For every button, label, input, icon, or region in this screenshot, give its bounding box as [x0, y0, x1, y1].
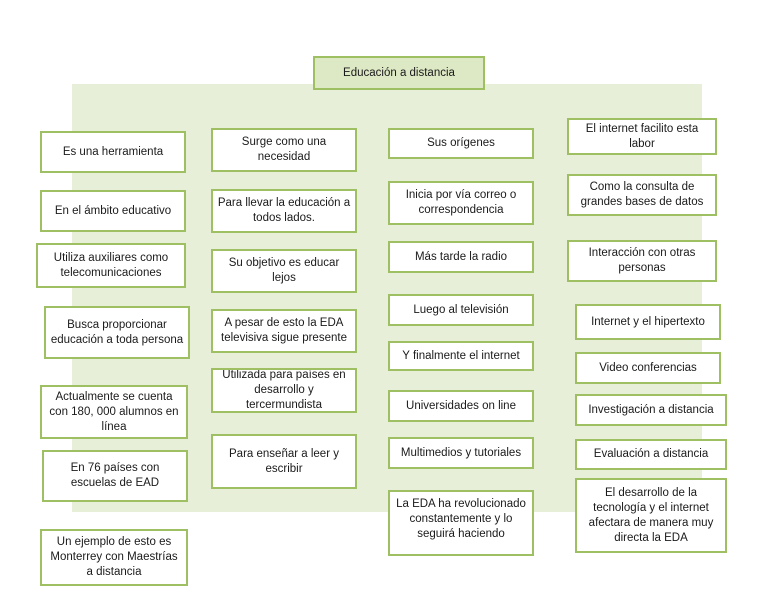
node-label: El desarrollo de la tecnología y el inte… [588, 486, 714, 544]
node-label: Multimedios y tutoriales [400, 446, 522, 459]
node-c2-0[interactable]: Surge como una necesidad [211, 128, 357, 172]
node-c1-5[interactable]: En 76 países con escuelas de EAD [42, 450, 188, 502]
node-label: Para llevar la educación a todos lados. [217, 197, 351, 224]
node-label: El internet facilito esta labor [585, 122, 699, 150]
node-c3-2[interactable]: Más tarde la radio [388, 241, 534, 273]
node-c4-3[interactable]: Internet y el hipertexto [575, 304, 721, 340]
node-label: Para enseñar a leer y escribir [229, 447, 339, 475]
node-label: Es una herramienta [62, 145, 164, 158]
node-c4-2[interactable]: Interacción con otras personas [567, 240, 717, 282]
node-c4-7[interactable]: El desarrollo de la tecnología y el inte… [575, 478, 727, 553]
node-c4-1[interactable]: Como la consulta de grandes bases de dat… [567, 174, 717, 216]
node-c3-3[interactable]: Luego al televisión [388, 294, 534, 326]
node-c1-2[interactable]: Utiliza auxiliares como telecomunicacion… [36, 243, 186, 288]
node-c1-4[interactable]: Actualmente se cuenta con 180, 000 alumn… [40, 385, 188, 439]
node-label: En el ámbito educativo [54, 204, 172, 217]
node-c2-5[interactable]: Para enseñar a leer y escribir [211, 434, 357, 489]
node-c1-0[interactable]: Es una herramienta [40, 131, 186, 173]
node-c1-6[interactable]: Un ejemplo de esto es Monterrey con Maes… [40, 529, 188, 586]
node-label: Y finalmente el internet [402, 349, 520, 362]
node-c2-1[interactable]: Para llevar la educación a todos lados. [211, 189, 357, 233]
node-label: Utilizada para países en desarrollo y te… [222, 369, 346, 411]
node-c2-4[interactable]: Utilizada para países en desarrollo y te… [211, 368, 357, 413]
node-c4-5[interactable]: Investigación a distancia [575, 394, 727, 426]
node-label: Su objetivo es educar lejos [228, 257, 340, 284]
node-c2-2[interactable]: Su objetivo es educar lejos [211, 249, 357, 293]
node-label: Surge como una necesidad [241, 136, 327, 163]
node-label: Educación a distancia [343, 67, 455, 79]
node-c4-0[interactable]: El internet facilito esta labor [567, 118, 717, 155]
node-label: Universidades on line [406, 399, 516, 412]
node-label: La EDA ha revolucionado constantemente y… [396, 498, 526, 540]
node-c3-1[interactable]: Inicia por vía correo o correspondencia [388, 181, 534, 225]
node-title-educacion-a-distancia[interactable]: Educación a distancia [313, 56, 485, 90]
node-c3-6[interactable]: Multimedios y tutoriales [388, 437, 534, 469]
node-label: En 76 países con escuelas de EAD [70, 462, 160, 489]
node-c3-0[interactable]: Sus orígenes [388, 128, 534, 159]
node-label: Como la consulta de grandes bases de dat… [580, 181, 704, 208]
node-c4-4[interactable]: Video conferencias [575, 352, 721, 384]
node-label: Evaluación a distancia [593, 448, 709, 460]
node-label: Más tarde la radio [414, 250, 508, 263]
node-label: Utiliza auxiliares como telecomunicacion… [53, 251, 169, 279]
node-c4-6[interactable]: Evaluación a distancia [575, 439, 727, 470]
node-label: Internet y el hipertexto [591, 315, 705, 328]
node-label: Luego al televisión [413, 303, 509, 316]
node-label: Interacción con otras personas [588, 247, 696, 274]
node-label: Busca proporcionar educación a toda pers… [50, 318, 184, 346]
node-c3-5[interactable]: Universidades on line [388, 390, 534, 422]
node-c3-7[interactable]: La EDA ha revolucionado constantemente y… [388, 490, 534, 556]
node-c2-3[interactable]: A pesar de esto la EDA televisiva sigue … [211, 309, 357, 353]
node-c3-4[interactable]: Y finalmente el internet [388, 341, 534, 371]
node-label: Video conferencias [599, 361, 697, 374]
node-label: Actualmente se cuenta con 180, 000 alumn… [49, 390, 179, 433]
node-label: Inicia por vía correo o correspondencia [405, 189, 517, 216]
node-c1-1[interactable]: En el ámbito educativo [40, 190, 186, 232]
node-label: Investigación a distancia [588, 403, 714, 416]
node-label: Sus orígenes [427, 137, 495, 149]
node-c1-3[interactable]: Busca proporcionar educación a toda pers… [44, 306, 190, 359]
node-label: Un ejemplo de esto es Monterrey con Maes… [50, 536, 178, 578]
node-label: A pesar de esto la EDA televisiva sigue … [221, 317, 347, 344]
